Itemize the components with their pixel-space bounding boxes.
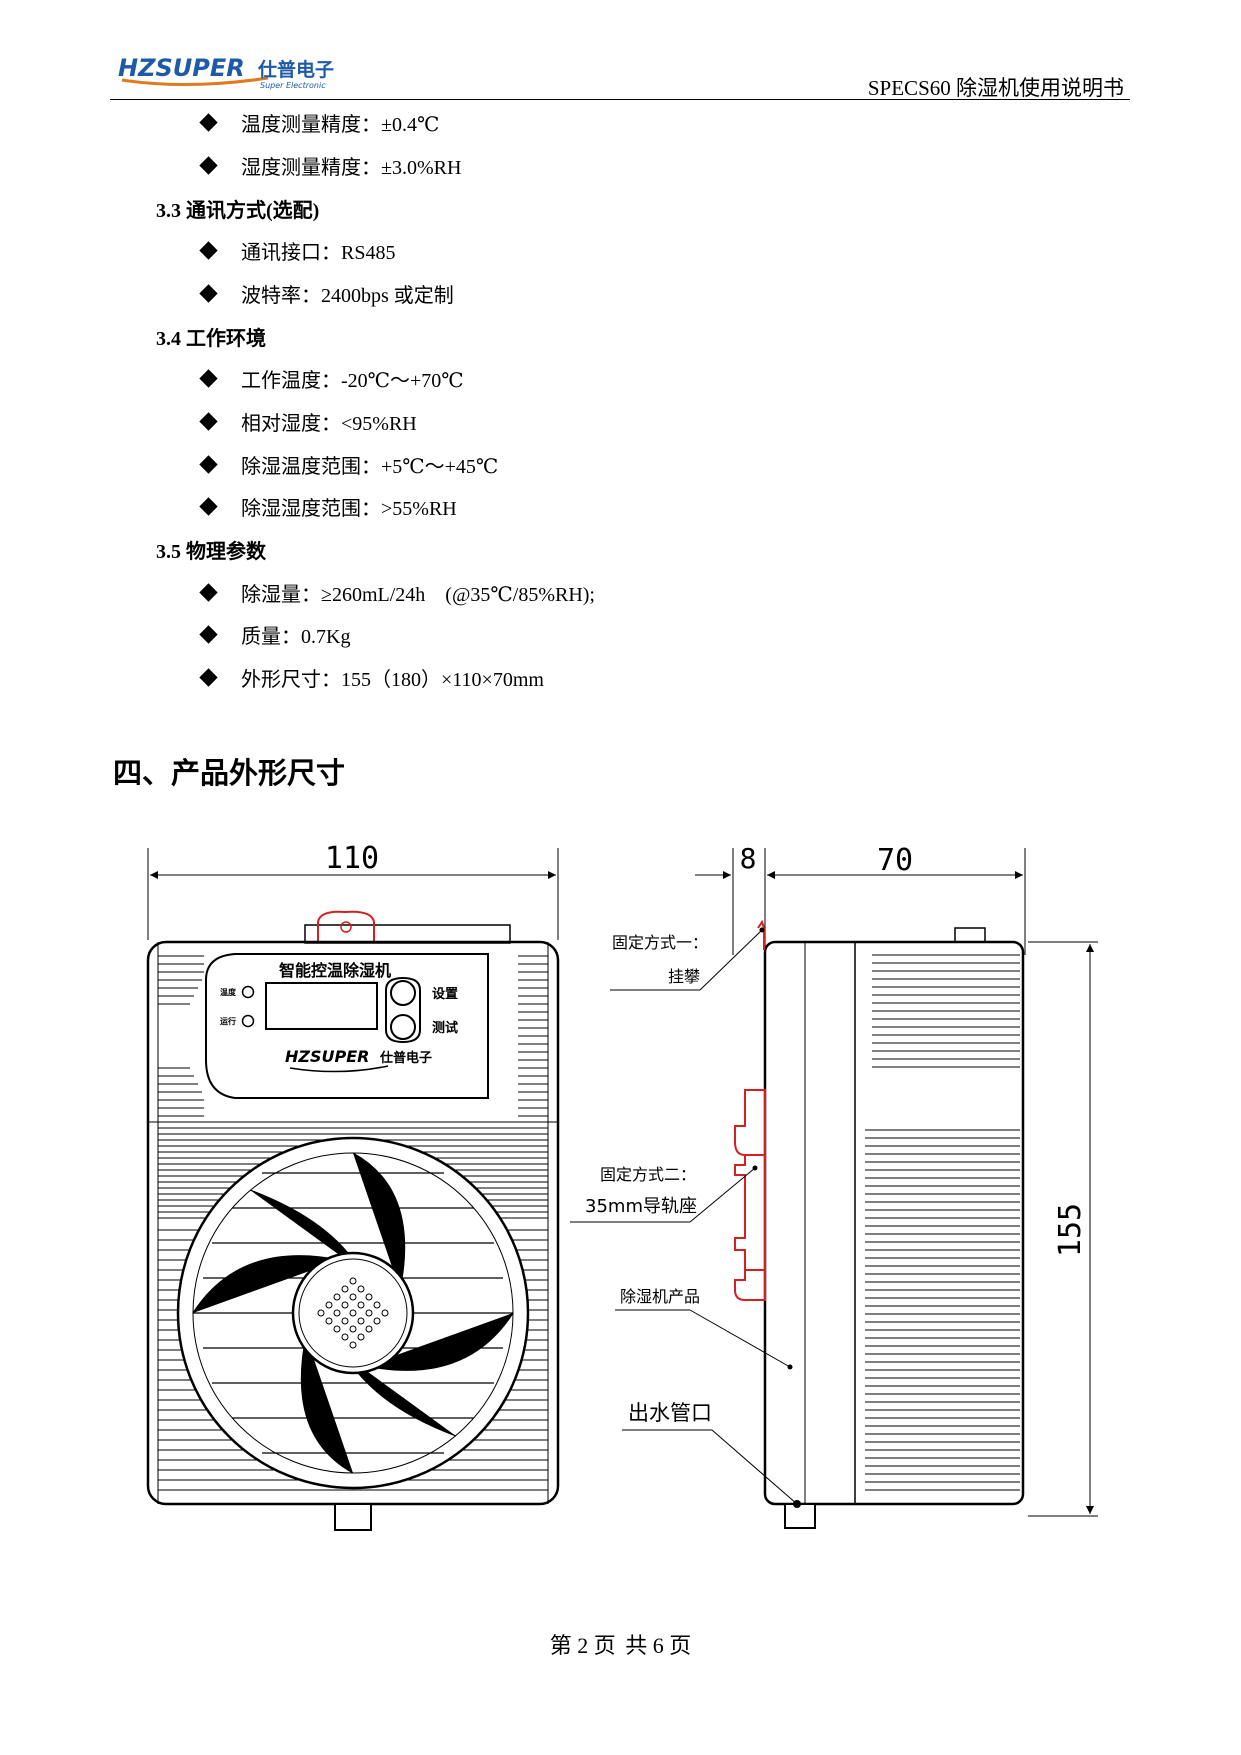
diamond-bullet-icon [199, 284, 218, 303]
diamond-bullet-icon [199, 455, 218, 474]
panel-label-temp: 温度 [220, 987, 237, 997]
spec-item: 外形尺寸：155（180）×110×70mm [199, 663, 544, 692]
page-total: 共 6 页 [625, 1633, 692, 1658]
subsection-heading: 3.3 通讯方式(选配) [156, 200, 320, 222]
mount-method-2-label: 固定方式二： [600, 1165, 696, 1184]
header-divider [110, 99, 1130, 100]
dim-clip-label: 8 [740, 842, 757, 875]
diamond-bullet-icon [199, 497, 218, 516]
set-button-icon [390, 980, 416, 1006]
diamond-bullet-icon [199, 369, 218, 388]
page-footer: 第 2 页 共 6 页 [0, 1628, 1241, 1660]
side-view: 8 70 155 [695, 842, 1098, 1529]
mount-method-1-item: 挂攀 [668, 967, 700, 986]
panel-label-run: 运行 [220, 1016, 236, 1026]
front-view: 110 智能控温除湿机 温度 运行 设置 测试 HZSUPER 仕普电子 [146, 841, 560, 1531]
spec-item: 除湿湿度范围：>55%RH [199, 492, 457, 521]
fan-hub [291, 1251, 415, 1375]
outlet-label: 出水管口 [628, 1401, 712, 1425]
diamond-bullet-icon [199, 113, 218, 132]
spec-item: 波特率：2400bps 或定制 [199, 279, 454, 308]
company-logo: HZSUPER 仕普电子 Super Electronic [118, 54, 334, 90]
spec-item: 除湿量：≥260mL/24h (@35℃/85%RH); [199, 578, 595, 607]
test-button-icon [390, 1014, 416, 1040]
spec-item: 工作温度：-20℃～+70℃ [199, 364, 464, 393]
run-led-icon [241, 1014, 255, 1028]
callouts: 固定方式一： 挂攀 固定方式二： 35mm导轨座 除湿机产品 出水管口 [570, 927, 798, 1505]
dim-depth-label: 70 [877, 843, 913, 878]
page-header: HZSUPER 仕普电子 Super Electronic SPECS60 除湿… [110, 50, 1130, 102]
spec-item: 湿度测量精度：±3.0%RH [199, 151, 461, 180]
panel-logo: HZSUPER [285, 1047, 369, 1066]
panel-title: 智能控温除湿机 [279, 961, 391, 980]
diamond-bullet-icon [199, 241, 218, 260]
diamond-bullet-icon [199, 412, 218, 431]
btn-set-label: 设置 [432, 987, 458, 1002]
mount-method-1-label: 固定方式一： [612, 933, 708, 952]
lcd-display [265, 982, 378, 1030]
diamond-bullet-icon [199, 625, 218, 644]
diamond-bullet-icon [199, 156, 218, 175]
spec-item: 除湿温度范围：+5℃～+45℃ [199, 450, 498, 479]
btn-test-label: 测试 [432, 1020, 458, 1036]
product-dimension-drawing: 110 智能控温除湿机 温度 运行 设置 测试 HZSUPER 仕普电子 [146, 841, 1098, 1531]
dim-height-label: 155 [1053, 1203, 1088, 1257]
dim-width-label: 110 [325, 841, 379, 876]
product-label: 除湿机产品 [620, 1287, 700, 1306]
section-title: 四、产品外形尺寸 [113, 756, 346, 790]
spec-item: 通讯接口：RS485 [199, 236, 395, 265]
logo-text: HZSUPER [118, 54, 245, 82]
spec-item: 温度测量精度：±0.4℃ [199, 108, 439, 137]
subsection-heading: 3.4 工作环境 [156, 328, 266, 350]
mount-method-2-item: 35mm导轨座 [585, 1196, 697, 1217]
logo-sub: Super Electronic [260, 81, 326, 90]
logo-cn: 仕普电子 [257, 58, 334, 81]
hub-grid [317, 1277, 389, 1349]
temp-led-icon [241, 985, 255, 999]
spec-item: 相对湿度：<95%RH [199, 407, 417, 436]
subsection-heading: 3.5 物理参数 [156, 541, 266, 563]
diamond-bullet-icon [199, 668, 218, 687]
page-number: 第 2 页 [549, 1633, 616, 1658]
panel-logo-cn: 仕普电子 [379, 1050, 432, 1066]
diamond-bullet-icon [199, 583, 218, 602]
spec-item: 质量：0.7Kg [199, 620, 350, 649]
document-title: SPECS60 除湿机使用说明书 [867, 76, 1124, 100]
